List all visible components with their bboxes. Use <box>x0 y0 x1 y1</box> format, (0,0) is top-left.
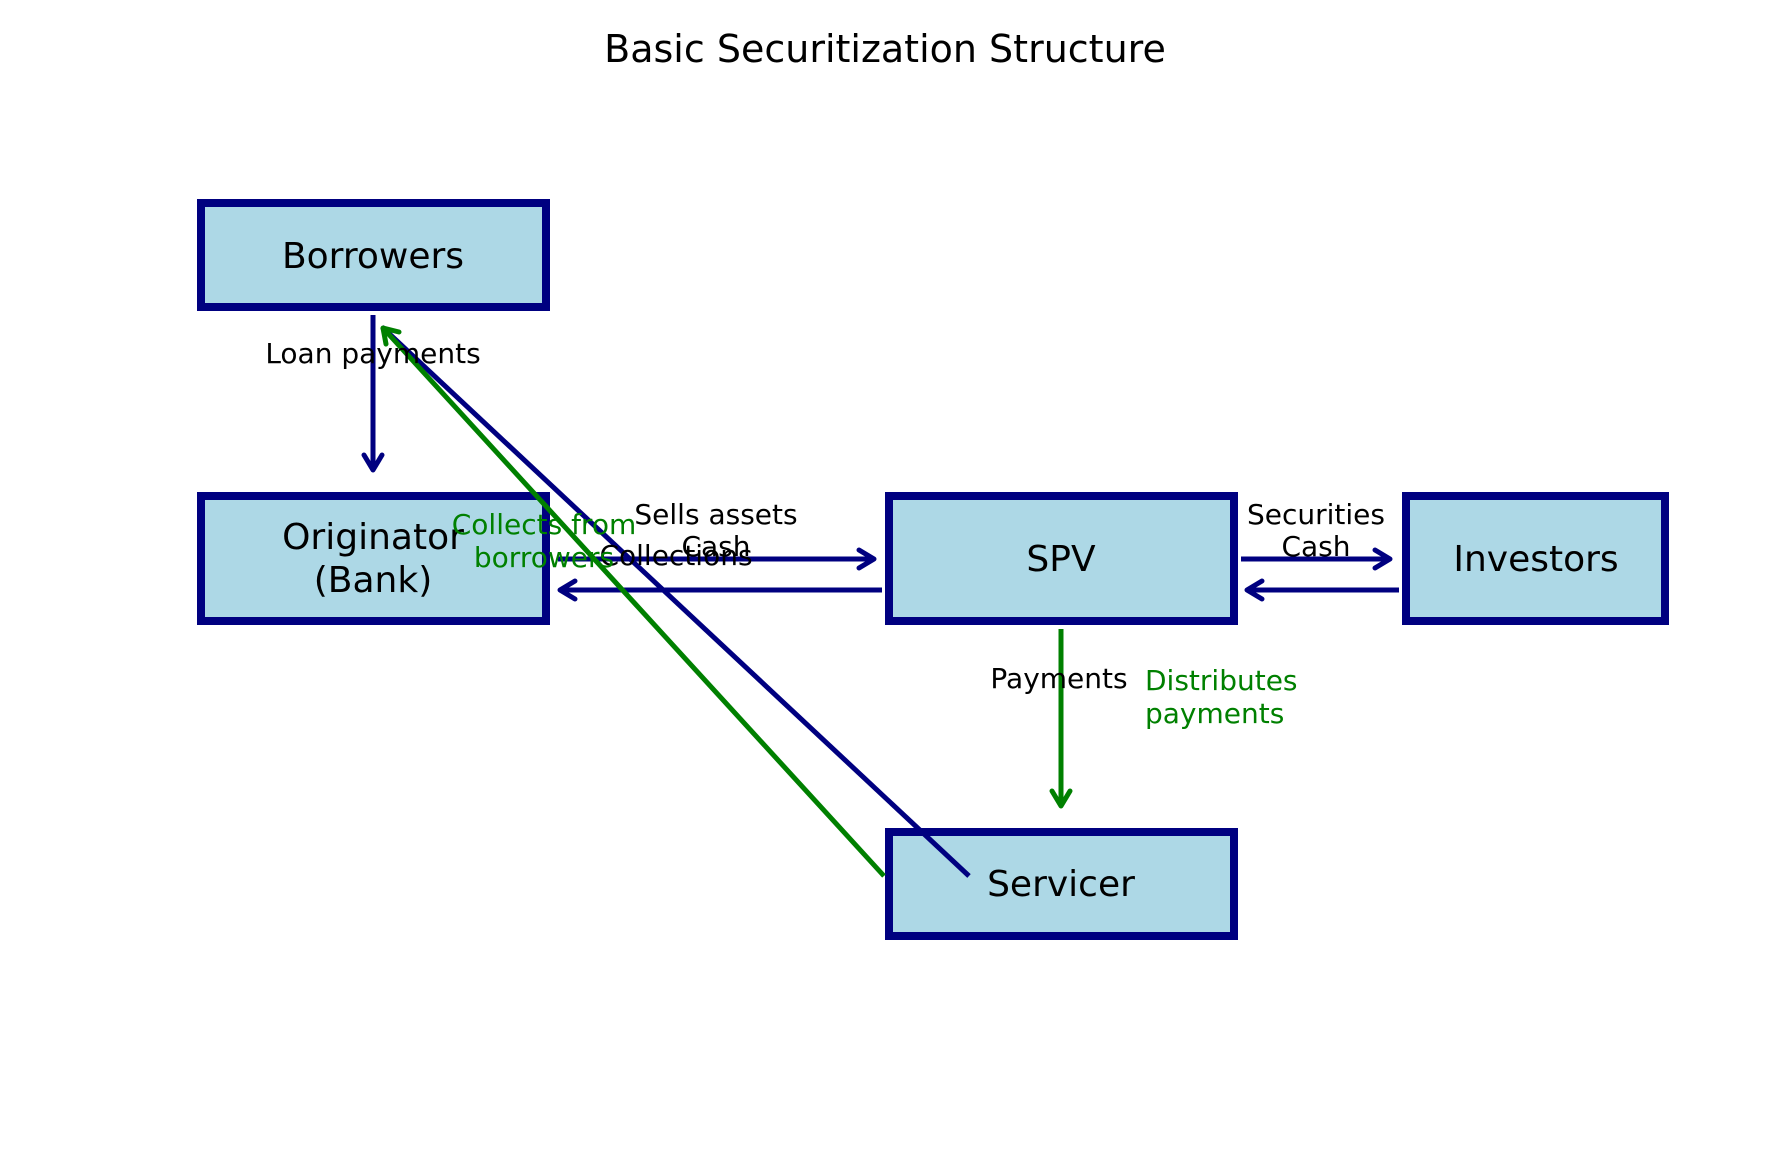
label-cash-to-spv: Cash <box>1281 530 1350 563</box>
label-cash-to-originator: Cash <box>681 530 750 563</box>
node-originator-label-line2: (Bank) <box>314 560 433 601</box>
edge-cash-to-spv-arrowhead <box>1244 578 1265 602</box>
node-originator-label-line1: Originator <box>282 517 464 558</box>
edge-collects-from-borrowers-line <box>381 326 886 878</box>
edge-loan-payments-arrowhead <box>361 452 385 473</box>
edge-collects-from-borrowers <box>380 325 886 878</box>
label-collects-from-borrowers-line1: Collects from <box>452 508 637 541</box>
node-spv: SPV <box>885 492 1238 625</box>
edge-collections <box>380 325 971 878</box>
label-loan-payments: Loan payments <box>265 337 480 370</box>
edge-payments <box>1049 629 1073 809</box>
edge-securities <box>1241 547 1393 571</box>
node-spv-box <box>885 492 1238 625</box>
node-originator: Originator (Bank) <box>197 492 550 625</box>
label-distributes-payments-line2: payments <box>1145 697 1284 730</box>
edge-sells-assets-arrowhead <box>856 547 877 571</box>
edge-collects-from-borrowers-arrowhead <box>380 325 402 347</box>
edge-cash-to-originator-arrowhead <box>557 578 578 602</box>
edge-loan-payments <box>361 315 385 473</box>
label-distributes-payments-line1: Distributes <box>1145 664 1298 697</box>
node-spv-label: SPV <box>1026 539 1096 580</box>
label-securities: Securities <box>1247 498 1385 531</box>
node-borrowers: Borrowers <box>197 199 550 311</box>
node-originator-box <box>197 492 550 625</box>
node-investors-label: Investors <box>1453 539 1618 580</box>
edge-cash-to-originator <box>557 578 882 602</box>
edge-sells-assets <box>558 547 877 571</box>
label-payments: Payments <box>990 662 1127 695</box>
edge-collections-line <box>380 325 971 878</box>
edge-cash-to-spv <box>1244 578 1399 602</box>
node-borrowers-box <box>197 199 550 311</box>
node-investors-box <box>1402 492 1669 625</box>
label-collects-from-borrowers-line2: borrowers <box>474 541 614 574</box>
node-servicer: Servicer <box>885 828 1238 940</box>
node-servicer-box <box>885 828 1238 940</box>
node-investors: Investors <box>1402 492 1669 625</box>
diagram-title: Basic Securitization Structure <box>604 27 1166 71</box>
edge-securities-arrowhead <box>1372 547 1393 571</box>
label-sells-assets: Sells assets <box>634 498 797 531</box>
edge-payments-arrowhead <box>1049 788 1073 809</box>
label-collections: Collections <box>599 539 752 572</box>
node-borrowers-label: Borrowers <box>282 236 464 277</box>
node-servicer-label: Servicer <box>987 864 1135 905</box>
